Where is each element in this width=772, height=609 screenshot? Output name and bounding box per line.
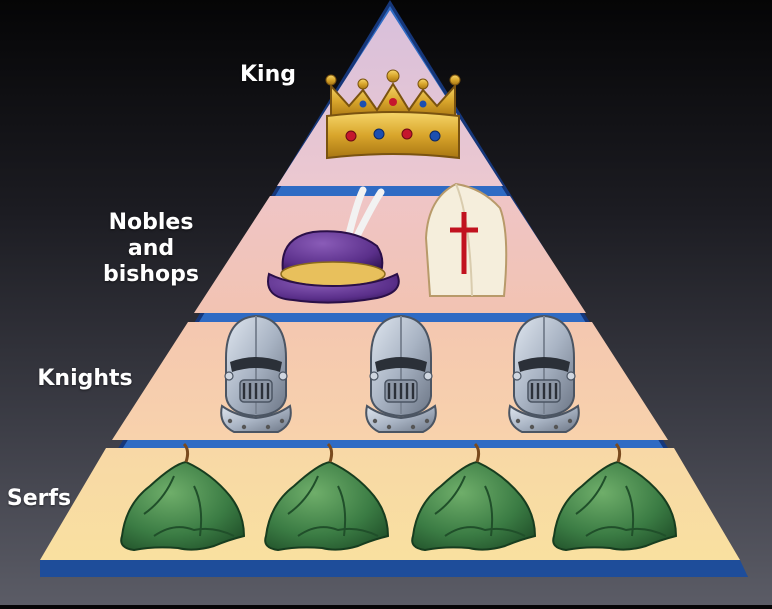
- tier-band-nobles: [194, 196, 586, 313]
- tier-label-nobles-and-bishops: Nobles and bishops: [102, 210, 199, 287]
- bishop-mitre-icon: [424, 182, 508, 297]
- knight-helmet-icon: [365, 314, 437, 434]
- noble-hat-icon: [267, 186, 400, 304]
- knight-helmet-icon: [219, 314, 292, 434]
- tier-label-serfs: Serfs: [6, 486, 72, 511]
- tier-label-knights: Knights: [37, 366, 133, 391]
- tier-label-king: King: [240, 62, 296, 87]
- crown-icon: [325, 69, 461, 160]
- knight-helmet-icon: [508, 314, 580, 434]
